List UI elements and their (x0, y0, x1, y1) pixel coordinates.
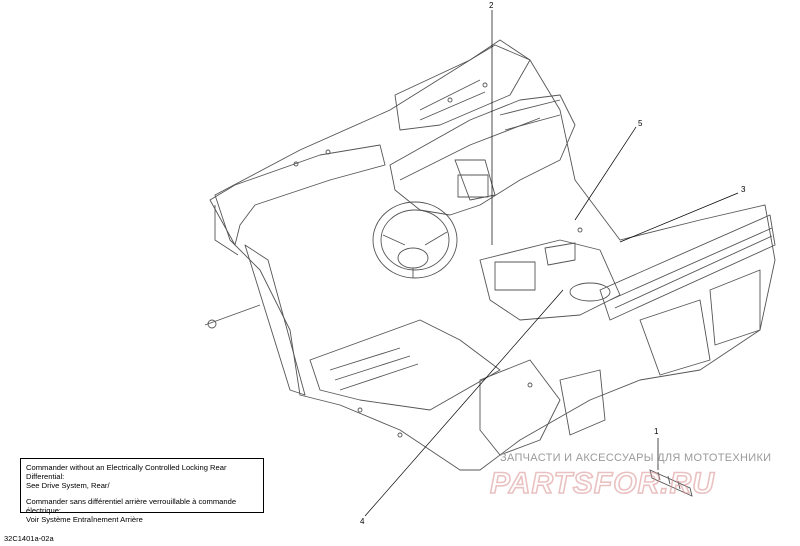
diagram-code: 32C1401a-02a (4, 534, 54, 543)
leader-line-5 (574, 126, 637, 221)
callout-3: 3 (741, 185, 746, 194)
svg-text:PARTSFOR.RU: PARTSFOR.RU (490, 467, 715, 500)
left-pillar (209, 144, 386, 246)
right-front-panel (479, 359, 561, 456)
watermark-tagline: ЗАПЧАСТИ И АКСЕССУАРЫ ДЛЯ МОТОТЕХНИКИ (500, 452, 772, 464)
rear-panel (394, 44, 531, 131)
callout-2: 2 (489, 1, 494, 10)
callout-5: 5 (638, 119, 643, 128)
callout-1: 1 (654, 427, 659, 436)
floor-body-outline (214, 39, 776, 471)
center-console (479, 239, 621, 321)
part-1-bracket (649, 469, 693, 497)
watermark-logo: PARTSFOR.RU (489, 466, 715, 501)
floor-pan (309, 319, 501, 411)
left-tie-rod (204, 304, 261, 326)
dashboard (389, 94, 576, 216)
note-line-2: See Drive System, Rear/ (26, 481, 110, 491)
leader-line-4 (364, 289, 564, 517)
right-rocker-panel (599, 214, 776, 321)
callout-4: 4 (360, 517, 365, 526)
leader-line-3 (619, 192, 739, 243)
note-box: Commander without an Electrically Contro… (20, 458, 264, 524)
note-line-3: Commander sans différentiel arrière verr… (26, 496, 237, 515)
note-line-4: Voir Système Entraînement Arrière (26, 515, 143, 525)
note-line-1: Commander without an Electrically Contro… (26, 463, 227, 482)
steering-wheel (372, 201, 458, 279)
